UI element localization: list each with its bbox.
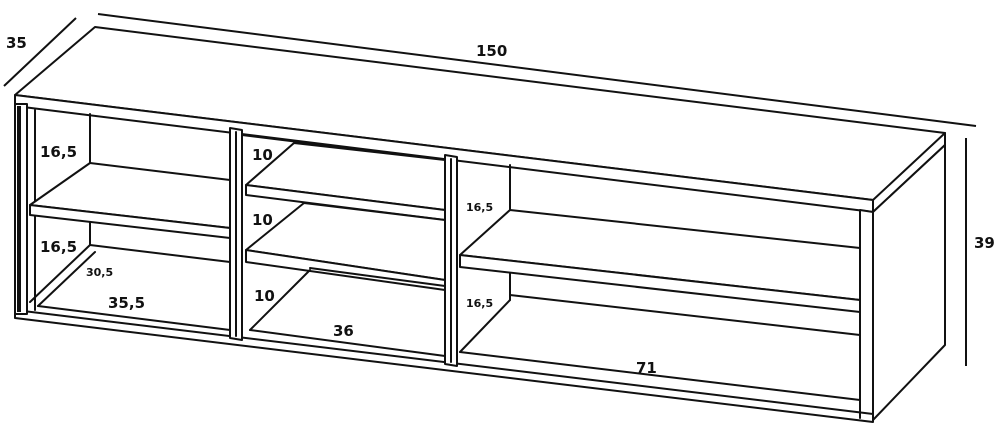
left-back-line [89, 244, 231, 263]
middle-top-height-label: 10 [252, 146, 273, 164]
height-label: 39 [974, 234, 995, 252]
middle-bottom-height-label: 10 [254, 287, 275, 305]
middle-floor-front [249, 329, 446, 357]
depth-dimension-line [3, 17, 77, 87]
left-floor-edge [29, 244, 91, 303]
right-side-panel [872, 144, 946, 421]
left-floor-edge [37, 251, 96, 307]
right-upper-shelf-height-label: 16,5 [466, 201, 493, 214]
width-label: 150 [476, 42, 507, 60]
width-dimension-line [97, 13, 977, 127]
right-lower-shelf-height-label: 16,5 [466, 297, 493, 310]
right-side-panel-front [859, 209, 874, 421]
left-upper-shelf-height-label: 16,5 [40, 143, 77, 161]
right-floor-edge [459, 299, 511, 353]
middle-floor-edge [249, 269, 311, 331]
middle-middle-height-label: 10 [252, 211, 273, 229]
left-inner-width-label: 35,5 [108, 294, 145, 312]
left-lower-shelf-height-label: 16,5 [40, 238, 77, 256]
middle-inner-width-label: 36 [333, 322, 354, 340]
middle-back-line [309, 267, 446, 287]
left-floor-front [37, 305, 231, 331]
right-back-line [509, 294, 861, 336]
right-inner-width-label: 71 [636, 359, 657, 377]
depth-label: 35 [6, 34, 27, 52]
left-inner-depth-label: 30,5 [86, 266, 113, 279]
right-floor-front [459, 351, 861, 401]
